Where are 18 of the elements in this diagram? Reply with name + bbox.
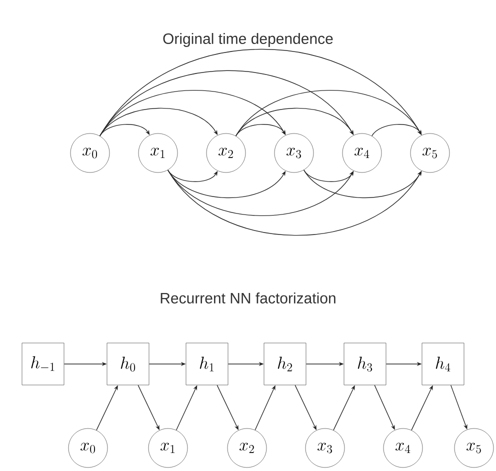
arrow (236, 108, 354, 136)
arrow (372, 124, 422, 136)
hidden-state-box: $h_4$ (422, 342, 464, 386)
arrow (304, 170, 422, 198)
arrow (304, 170, 354, 182)
hidden-state-box: $h_1$ (186, 342, 228, 386)
arrow (236, 124, 286, 136)
hidden-state-box: $h_3$ (344, 342, 386, 386)
section-heading: Recurrent NN factorization (160, 292, 336, 304)
hidden-state-box: $h_{-1}$ (22, 342, 64, 386)
arrow (168, 170, 218, 182)
diagram-title: Original time dependence (163, 33, 333, 47)
arrow (236, 90, 422, 136)
hidden-state-box: $h_0$ (106, 342, 150, 386)
arrow (168, 170, 422, 236)
arrow (100, 124, 150, 136)
hidden-state-box: $h_2$ (264, 342, 306, 386)
arrow (100, 108, 218, 136)
